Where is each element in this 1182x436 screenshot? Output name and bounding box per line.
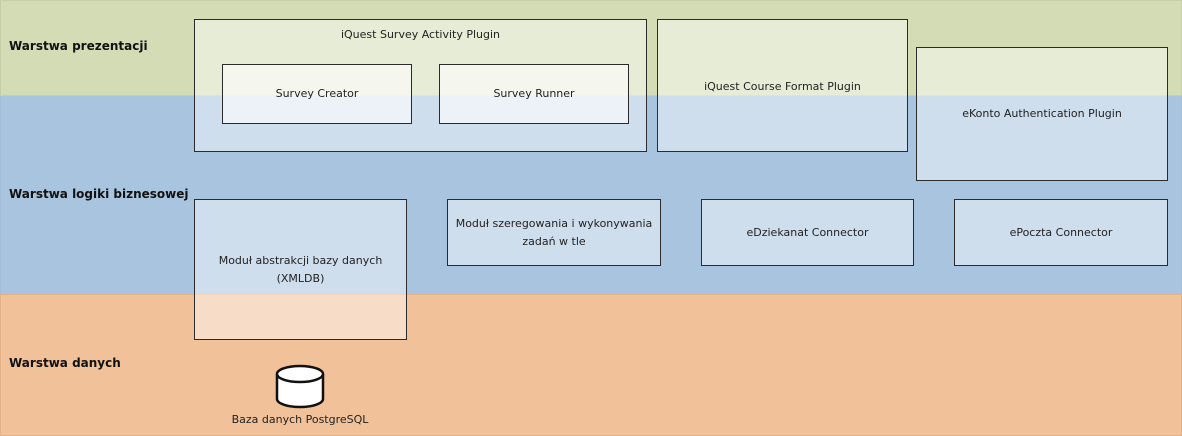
ekonto-auth-plugin-box: eKonto Authentication Plugin [916, 47, 1168, 181]
course-format-plugin-box: iQuest Course Format Plugin [657, 19, 908, 152]
db-abstraction-module-label: Moduł abstrakcji bazy danych (XMLDB) [218, 254, 383, 285]
business-logic-layer-band [0, 96, 1182, 294]
data-layer-band [0, 294, 1182, 436]
course-format-plugin-label: iQuest Course Format Plugin [704, 80, 861, 93]
ekonto-auth-plugin-label: eKonto Authentication Plugin [962, 107, 1122, 121]
postgres-db-label: Baza danych PostgreSQL [231, 413, 369, 426]
presentation-layer-label: Warstwa prezentacji [9, 39, 148, 53]
survey-runner-label: Survey Runner [493, 87, 575, 101]
survey-runner-box: Survey Runner [439, 64, 629, 124]
edziekanat-connector-label: eDziekanat Connector [746, 225, 869, 239]
epoczta-connector-box: ePoczta Connector [954, 199, 1168, 266]
survey-creator-box: Survey Creator [222, 64, 412, 124]
data-layer-label: Warstwa danych [9, 356, 121, 370]
task-scheduler-module-label: Moduł szeregowania i wykonywania zadań w… [455, 217, 653, 248]
edziekanat-connector-box: eDziekanat Connector [701, 199, 914, 266]
epoczta-connector-label: ePoczta Connector [1009, 225, 1113, 239]
survey-creator-label: Survey Creator [275, 87, 359, 101]
db-abstraction-module-box: Moduł abstrakcji bazy danych (XMLDB) [194, 199, 407, 340]
database-cylinder-icon [275, 364, 325, 409]
task-scheduler-module-box: Moduł szeregowania i wykonywania zadań w… [447, 199, 661, 266]
business-logic-layer-label: Warstwa logiki biznesowej [9, 187, 189, 201]
survey-activity-plugin-label: iQuest Survey Activity Plugin [340, 28, 501, 41]
